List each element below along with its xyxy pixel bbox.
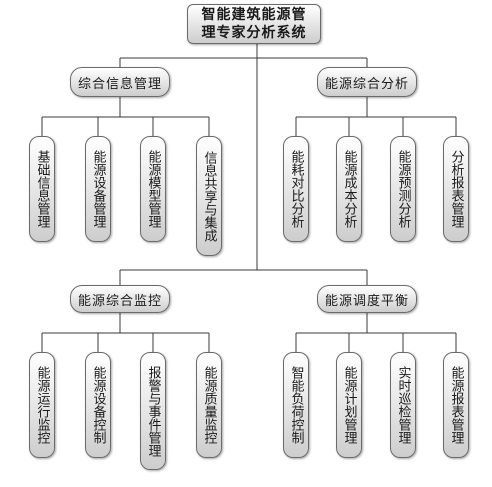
leaf-label: 能耗对比分析 [288,150,304,228]
leaf-label: 能源预测分析 [395,150,411,228]
branch-energy-monitoring: 能源综合监控 [70,285,170,313]
leaf-label: 能源计划管理 [341,366,357,444]
leaf-energy-report-management: 能源报表管理 [443,352,469,458]
leaf-label: 信息共享与集成 [201,150,217,242]
leaf-label: 能源报表管理 [448,366,464,444]
leaf-analysis-report-management: 分析报表管理 [443,136,469,242]
leaf-energy-equipment-management: 能源设备管理 [85,136,111,242]
leaf-energy-operation-monitoring: 能源运行监控 [29,352,55,458]
leaf-energy-equipment-control: 能源设备控制 [85,352,111,458]
leaf-label: 能源设备控制 [90,366,106,444]
leaf-label: 能源质量监控 [201,366,217,444]
leaf-energy-forecast-analysis: 能源预测分析 [390,136,416,242]
leaf-label: 能源模型管理 [145,150,161,228]
leaf-energy-cost-analysis: 能源成本分析 [336,136,362,242]
leaf-label: 实时巡检管理 [395,366,411,444]
branch-energy-dispatch: 能源调度平衡 [317,285,417,313]
leaf-label: 能源运行监控 [34,366,50,444]
leaf-alarm-event-management: 报警与事件管理 [140,352,166,470]
leaf-label: 智能负荷控制 [288,366,304,444]
root-title-box: 智能建筑能源管 理专家分析系统 [187,4,321,44]
leaf-energy-plan-management: 能源计划管理 [336,352,362,458]
leaf-label: 报警与事件管理 [145,365,161,457]
branch-info-management: 综合信息管理 [70,67,170,97]
leaf-energy-model-management: 能源模型管理 [140,136,166,242]
leaf-label: 分析报表管理 [448,150,464,228]
leaf-energy-quality-monitoring: 能源质量监控 [196,352,222,458]
leaf-label: 基础信息管理 [34,150,50,228]
leaf-label: 能源成本分析 [341,150,357,228]
branch-energy-analysis: 能源综合分析 [317,67,417,97]
leaf-realtime-inspection-management: 实时巡检管理 [390,352,416,458]
leaf-smart-load-control: 智能负荷控制 [283,352,309,458]
leaf-consumption-comparison: 能耗对比分析 [283,136,309,242]
leaf-info-sharing-integration: 信息共享与集成 [196,136,222,256]
leaf-label: 能源设备管理 [90,150,106,228]
leaf-basic-info-management: 基础信息管理 [29,136,55,242]
